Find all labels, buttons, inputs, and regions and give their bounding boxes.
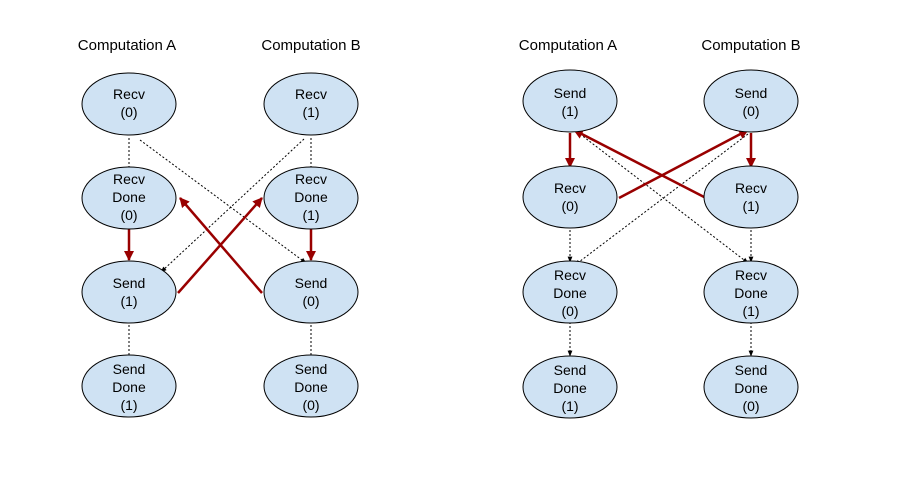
node-line: (1) (302, 207, 319, 223)
left-col-a-title: Computation A (78, 37, 176, 54)
node-line: (0) (302, 293, 319, 309)
left-node-b2: Recv Done (1) (263, 166, 359, 230)
left-edge-a1-b3 (139, 139, 307, 264)
right-node-b2: Recv (1) (703, 165, 799, 229)
node-line: Recv (735, 180, 767, 196)
node-line: Recv (735, 267, 767, 283)
node-line: Done (294, 189, 328, 205)
left-node-a2: Recv Done (0) (81, 166, 177, 230)
node-line: (0) (561, 303, 578, 319)
node-line: Recv (113, 86, 145, 102)
left-node-b1: Recv (1) (263, 72, 359, 136)
node-line: (1) (561, 398, 578, 414)
right-col-a-title: Computation A (519, 37, 617, 54)
node-line: (1) (120, 293, 137, 309)
node-line: Send (554, 362, 587, 378)
left-node-a3: Send (1) (81, 260, 177, 324)
node-line: Done (734, 380, 768, 396)
right-col-b-title: Computation B (701, 37, 800, 54)
node-line: (0) (302, 397, 319, 413)
node-line: Recv (554, 267, 586, 283)
node-line: (1) (742, 303, 759, 319)
node-line: (0) (742, 398, 759, 414)
node-line: Recv (295, 171, 327, 187)
node-line: (1) (561, 103, 578, 119)
right-edge-a2-b1 (618, 128, 749, 200)
right-diagram: Computation A Computation B Send (1) Rec… (519, 37, 801, 419)
right-node-b3: Recv Done (1) (703, 260, 799, 324)
node-line: (0) (120, 207, 137, 223)
node-line: Recv (113, 171, 145, 187)
node-line: (1) (302, 104, 319, 120)
left-node-a4: Send Done (1) (81, 354, 177, 418)
right-node-b4: Send Done (0) (703, 355, 799, 419)
left-col-b-title: Computation B (261, 37, 360, 54)
node-line: Send (735, 85, 768, 101)
right-edge-b1-a3 (574, 133, 749, 266)
node-line: (0) (742, 103, 759, 119)
left-node-a1: Recv (0) (81, 72, 177, 136)
left-edge-b1-a3 (160, 138, 305, 273)
node-line: Send (554, 85, 587, 101)
left-node-b3: Send (0) (263, 260, 359, 324)
right-node-a1: Send (1) (522, 69, 618, 133)
left-edge-b3-a2 (179, 197, 263, 294)
node-line: Done (553, 380, 587, 396)
node-line: Send (295, 275, 328, 291)
left-node-b4: Send Done (0) (263, 354, 359, 418)
node-line: Send (113, 361, 146, 377)
right-node-a3: Recv Done (0) (522, 260, 618, 324)
node-line: (1) (120, 397, 137, 413)
node-line: (0) (561, 198, 578, 214)
right-edge-a1-b3 (579, 133, 749, 264)
right-node-a2: Recv (0) (522, 165, 618, 229)
node-line: Done (294, 379, 328, 395)
node-line: Send (735, 362, 768, 378)
right-node-b1: Send (0) (703, 69, 799, 133)
left-diagram: Computation A Computation B Recv (0) Rec… (78, 37, 361, 418)
node-line: (0) (120, 104, 137, 120)
node-line: Recv (295, 86, 327, 102)
right-edge-b2-a1 (573, 128, 707, 200)
node-line: Done (112, 189, 146, 205)
node-line: Send (113, 275, 146, 291)
node-line: Recv (554, 180, 586, 196)
node-line: Send (295, 361, 328, 377)
right-node-a4: Send Done (1) (522, 355, 618, 419)
node-line: Done (112, 379, 146, 395)
node-line: Done (734, 285, 768, 301)
node-line: (1) (742, 198, 759, 214)
node-line: Done (553, 285, 587, 301)
